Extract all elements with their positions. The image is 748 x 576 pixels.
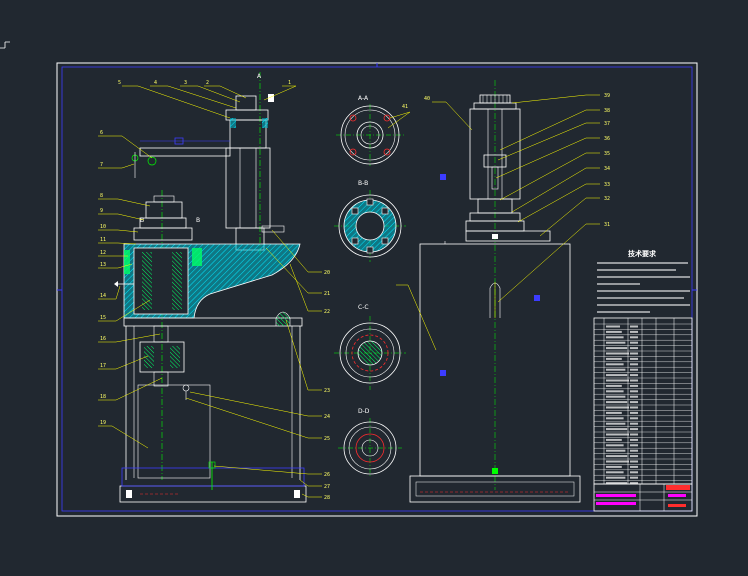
section-label-d: D-D — [358, 408, 370, 415]
callout: 31 — [604, 222, 610, 228]
section-views: A-A 41 B-B C-C D-D — [334, 95, 411, 478]
callout: 1 — [288, 80, 291, 86]
section-label-b: B-B — [358, 180, 368, 187]
main-section-view: B B A — [114, 72, 307, 503]
callout: 16 — [100, 336, 106, 342]
left-leaders — [98, 85, 322, 498]
right-leaders — [396, 94, 600, 351]
callout: 15 — [100, 315, 106, 321]
callout: 24 — [324, 414, 330, 420]
callout: 22 — [324, 309, 330, 315]
callout: 33 — [604, 182, 610, 188]
bill-of-materials — [593, 317, 693, 485]
callout: 11 — [100, 237, 106, 243]
callout: 5 — [118, 80, 121, 86]
callout: 35 — [604, 151, 610, 157]
callout: 19 — [100, 420, 106, 426]
side-view — [409, 80, 581, 503]
callout: 9 — [100, 208, 103, 214]
callout: 7 — [100, 162, 103, 168]
notes-title: 技术要求 — [628, 249, 657, 258]
svg-text:A: A — [257, 73, 262, 80]
section-label-a: A-A — [358, 95, 369, 102]
svg-text:B: B — [196, 217, 200, 224]
callout: 26 — [324, 472, 330, 478]
left-callout-labels: 5 4 3 2 1 6 7 8 9 10 11 12 13 14 15 16 1… — [100, 80, 330, 501]
callout: 21 — [324, 291, 330, 297]
svg-text:41: 41 — [402, 104, 408, 110]
callout: 40 — [424, 96, 430, 102]
callout: 32 — [604, 196, 610, 202]
callout: 23 — [324, 388, 330, 394]
callout: 27 — [324, 484, 330, 490]
callout: 25 — [324, 436, 330, 442]
callout: 10 — [100, 224, 106, 230]
callout: 12 — [100, 250, 106, 256]
callout: 36 — [604, 136, 610, 142]
callout: 3 — [184, 80, 187, 86]
callout: 14 — [100, 293, 106, 299]
callout: 20 — [324, 270, 330, 276]
right-callout-labels: 40 39 38 37 36 35 34 33 32 31 — [424, 93, 610, 228]
callout: 28 — [324, 495, 330, 501]
title-block — [593, 483, 693, 512]
callout: 8 — [100, 193, 103, 199]
callout: 2 — [206, 80, 209, 86]
callout: 39 — [604, 93, 610, 99]
svg-text:B: B — [140, 217, 144, 224]
callout: 18 — [100, 394, 106, 400]
callout: 38 — [604, 108, 610, 114]
callout: 34 — [604, 166, 610, 172]
callout: 37 — [604, 121, 610, 127]
corner-mark — [0, 41, 10, 49]
callout: 17 — [100, 363, 106, 369]
callout: 6 — [100, 130, 103, 136]
section-label-c: C-C — [358, 304, 369, 311]
technical-requirements: 技术要求 — [597, 249, 690, 313]
callout: 13 — [100, 262, 106, 268]
callout: 4 — [154, 80, 157, 86]
